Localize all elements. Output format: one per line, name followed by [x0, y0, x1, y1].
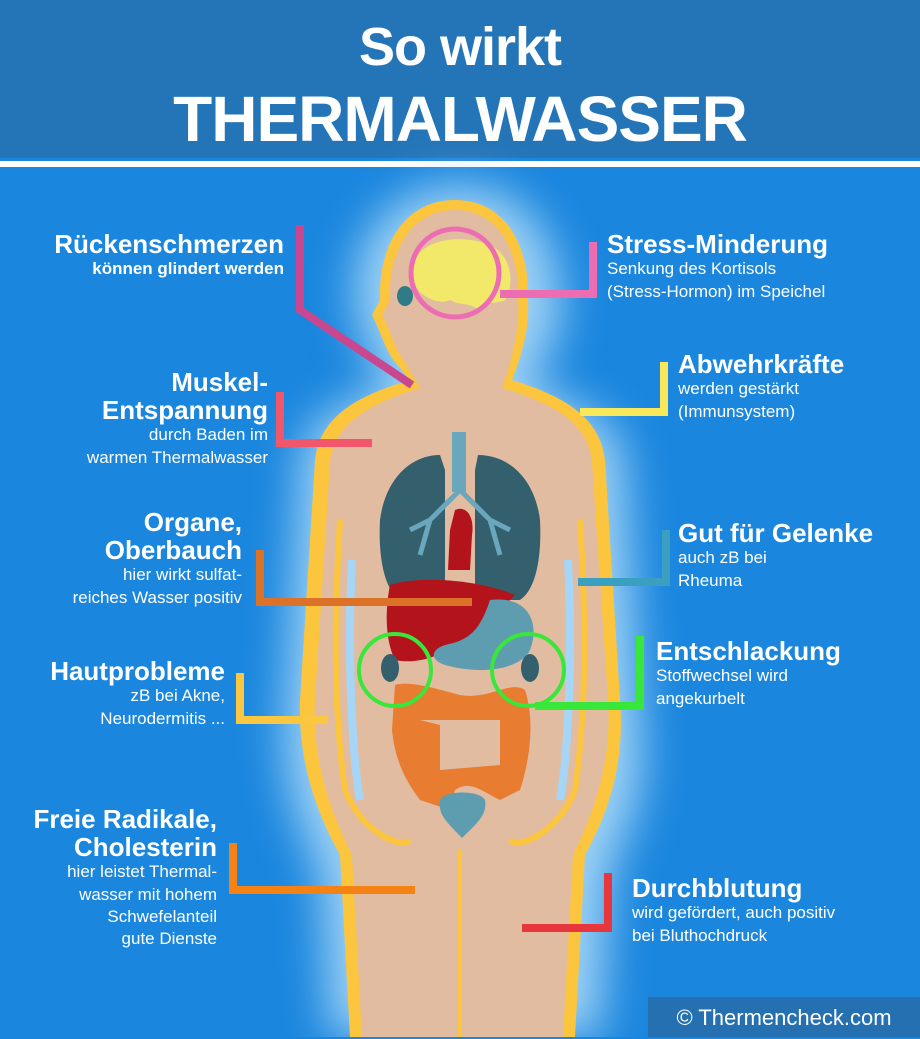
- label-durchblutung: Durchblutung wird gefördert, auch positi…: [632, 873, 836, 945]
- connector-organe: [256, 550, 472, 606]
- bladder: [439, 792, 486, 838]
- label-muskel-entspannung: Muskel- Entspannung durch Baden im warme…: [86, 367, 268, 467]
- label-hautprobleme: Hautprobleme zB bei Akne, Neurodermitis …: [50, 656, 225, 728]
- label-organe-oberbauch: Organe, Oberbauch hier wirkt sulfat- rei…: [72, 507, 242, 607]
- connector-rueckenschmerzen: [296, 225, 415, 389]
- connectors: [229, 225, 670, 932]
- label-abwehrkraefte: Abwehrkräfte werden gestärkt (Immunsyste…: [678, 349, 845, 421]
- header-banner: So wirkt THERMALWASSER: [0, 0, 920, 158]
- kidney-highlight-ring-left: [357, 632, 433, 708]
- connector-haut: [236, 673, 328, 724]
- kidney-highlight-ring-right: [490, 632, 566, 708]
- brain: [412, 239, 511, 310]
- title-line-1: So wirkt: [358, 17, 562, 77]
- header-divider: [0, 161, 920, 167]
- ear: [397, 286, 413, 306]
- label-gelenke: Gut für Gelenke auch zB bei Rheuma: [678, 518, 874, 590]
- label-freie-radikale: Freie Radikale, Cholesterin hier leistet…: [33, 804, 217, 949]
- copyright-footer: © Thermencheck.com: [648, 997, 920, 1037]
- stomach: [433, 599, 534, 670]
- connector-muskel: [276, 392, 372, 447]
- label-rueckenschmerzen: Rückenschmerzen können glindert werden: [54, 229, 284, 279]
- connector-durchblutung: [522, 873, 612, 932]
- connector-radikale: [229, 843, 415, 894]
- kidney-left: [381, 654, 399, 682]
- kidney-right: [521, 654, 539, 682]
- title-line-2: THERMALWASSER: [173, 83, 748, 155]
- brain-highlight-ring: [408, 226, 502, 320]
- heart: [448, 508, 473, 570]
- connector-stress: [500, 242, 597, 298]
- connector-entschlackung: [535, 636, 644, 710]
- connector-abwehr: [580, 362, 668, 416]
- trachea: [452, 432, 466, 492]
- label-entschlackung: Entschlackung Stoffwechsel wird angekurb…: [656, 636, 841, 708]
- connector-gelenke: [578, 530, 670, 586]
- label-stress-minderung: Stress-Minderung Senkung des Kortisols (…: [607, 229, 829, 301]
- intestine: [392, 683, 531, 810]
